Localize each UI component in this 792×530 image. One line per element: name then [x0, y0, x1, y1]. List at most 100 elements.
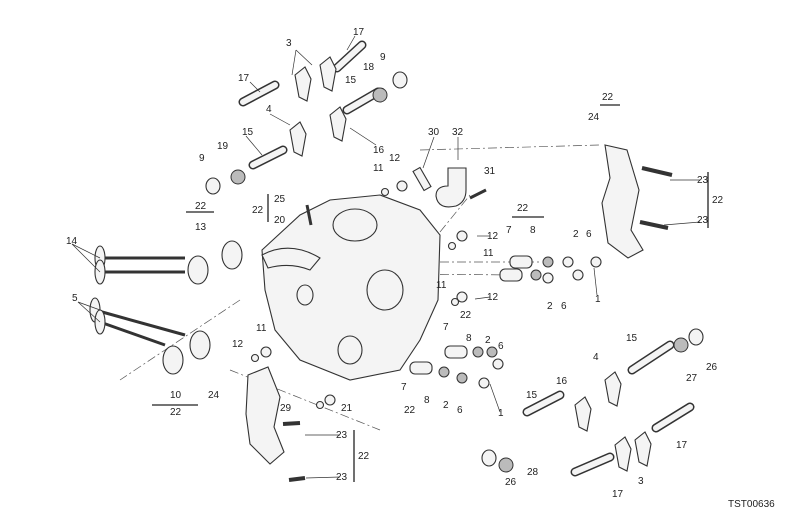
- valve-guide: [444, 345, 468, 359]
- seal: [530, 269, 542, 281]
- callout-number: 11: [373, 163, 384, 174]
- temperature-sensor: [412, 166, 432, 192]
- bolt: [288, 476, 306, 482]
- callout-number: 9: [380, 52, 386, 63]
- washer: [250, 353, 260, 363]
- rocker-arm: [319, 56, 337, 92]
- seal: [438, 366, 450, 378]
- bushing: [392, 71, 408, 89]
- callout-number: 2: [573, 229, 579, 240]
- callout-number: 22: [252, 205, 264, 216]
- torsion-spring: [372, 87, 388, 103]
- valve-guide: [509, 255, 533, 269]
- callout-number: 29: [280, 403, 292, 414]
- valve-stem: [99, 320, 166, 347]
- callout-number: 12: [389, 153, 401, 164]
- leader-line: [269, 113, 291, 126]
- callout-number: 21: [341, 403, 353, 414]
- callout-number: 2: [485, 335, 491, 346]
- callout-number: 6: [498, 341, 504, 352]
- rocker-arm: [634, 431, 652, 467]
- callout-number: 10: [170, 390, 182, 401]
- valve-seat: [187, 255, 209, 285]
- valve-stem: [94, 308, 186, 337]
- rocker-shaft-fill: [334, 42, 365, 71]
- callout-number: 7: [401, 382, 407, 393]
- callout-number: 30: [428, 127, 440, 138]
- callout-number: 31: [484, 166, 496, 177]
- callout-number: 1: [595, 294, 601, 305]
- callout-number: 11: [436, 280, 447, 291]
- callout-number: 26: [706, 362, 718, 373]
- callout-number: 2: [547, 301, 553, 312]
- callout-number: 23: [336, 472, 348, 483]
- bolt: [469, 188, 487, 200]
- callout-number: 18: [363, 62, 375, 73]
- callout-number: 26: [505, 477, 517, 488]
- cap: [492, 358, 504, 370]
- seal: [472, 346, 484, 358]
- rocker-arm: [574, 396, 592, 432]
- callout-number: 6: [457, 405, 463, 416]
- callout-number: 7: [506, 225, 512, 236]
- leader-line: [249, 81, 261, 93]
- callout-number: 17: [676, 440, 688, 451]
- callout-number: 16: [556, 376, 568, 387]
- callout-number: 19: [217, 141, 229, 152]
- plug: [324, 394, 336, 406]
- washer: [450, 297, 460, 307]
- cap: [572, 269, 584, 281]
- seal: [456, 372, 468, 384]
- center-line: [419, 144, 601, 151]
- callout-number: 1: [498, 408, 504, 419]
- bore: [337, 335, 363, 365]
- washer: [447, 241, 457, 251]
- callout-number: 14: [66, 236, 78, 247]
- callout-number: 22: [517, 203, 529, 214]
- callout-number: 5: [72, 293, 78, 304]
- torsion-spring: [230, 169, 246, 185]
- parts-layer: [89, 40, 704, 482]
- rocker-arm: [294, 66, 312, 102]
- rocker-shaft-fill: [524, 392, 563, 415]
- callout-number: 8: [466, 333, 472, 344]
- cylinder-head: [261, 194, 441, 381]
- callout-number: 15: [526, 390, 538, 401]
- callout-number: 17: [238, 73, 250, 84]
- valve-seat: [162, 345, 184, 375]
- rocker-arm: [329, 106, 347, 142]
- callout-number: 8: [530, 225, 536, 236]
- rocker-arm: [604, 371, 622, 407]
- callout-number: 22: [195, 201, 207, 212]
- rocker-shaft-fill: [240, 82, 278, 105]
- callout-number: 15: [626, 333, 638, 344]
- callout-number: 3: [286, 38, 292, 49]
- callout-number: 22: [358, 451, 370, 462]
- callout-number: 22: [170, 407, 182, 418]
- callout-number: 22: [404, 405, 416, 416]
- callout-number: 32: [452, 127, 464, 138]
- center-line: [439, 194, 471, 233]
- bolt: [641, 166, 673, 177]
- head-flange: [261, 247, 321, 271]
- callout-number: 6: [586, 229, 592, 240]
- callout-number: 12: [232, 339, 244, 350]
- rocker-shaft-fill: [653, 404, 693, 431]
- leader-line: [422, 136, 435, 169]
- callout-number: 17: [612, 489, 624, 500]
- leader-line: [71, 243, 101, 273]
- washer: [315, 400, 325, 410]
- callout-number: 3: [638, 476, 644, 487]
- bolt: [639, 220, 669, 230]
- leader-line: [77, 301, 101, 323]
- leader-line: [77, 301, 101, 311]
- callout-number: 9: [199, 153, 205, 164]
- callout-number: 4: [266, 104, 272, 115]
- thermostat-housing: [435, 167, 467, 208]
- leader-line: [71, 243, 101, 259]
- leader-line: [349, 127, 377, 146]
- bushing: [205, 177, 221, 195]
- rocker-shaft-fill: [250, 147, 286, 168]
- callout-number: 24: [208, 390, 220, 401]
- center-line: [229, 369, 381, 431]
